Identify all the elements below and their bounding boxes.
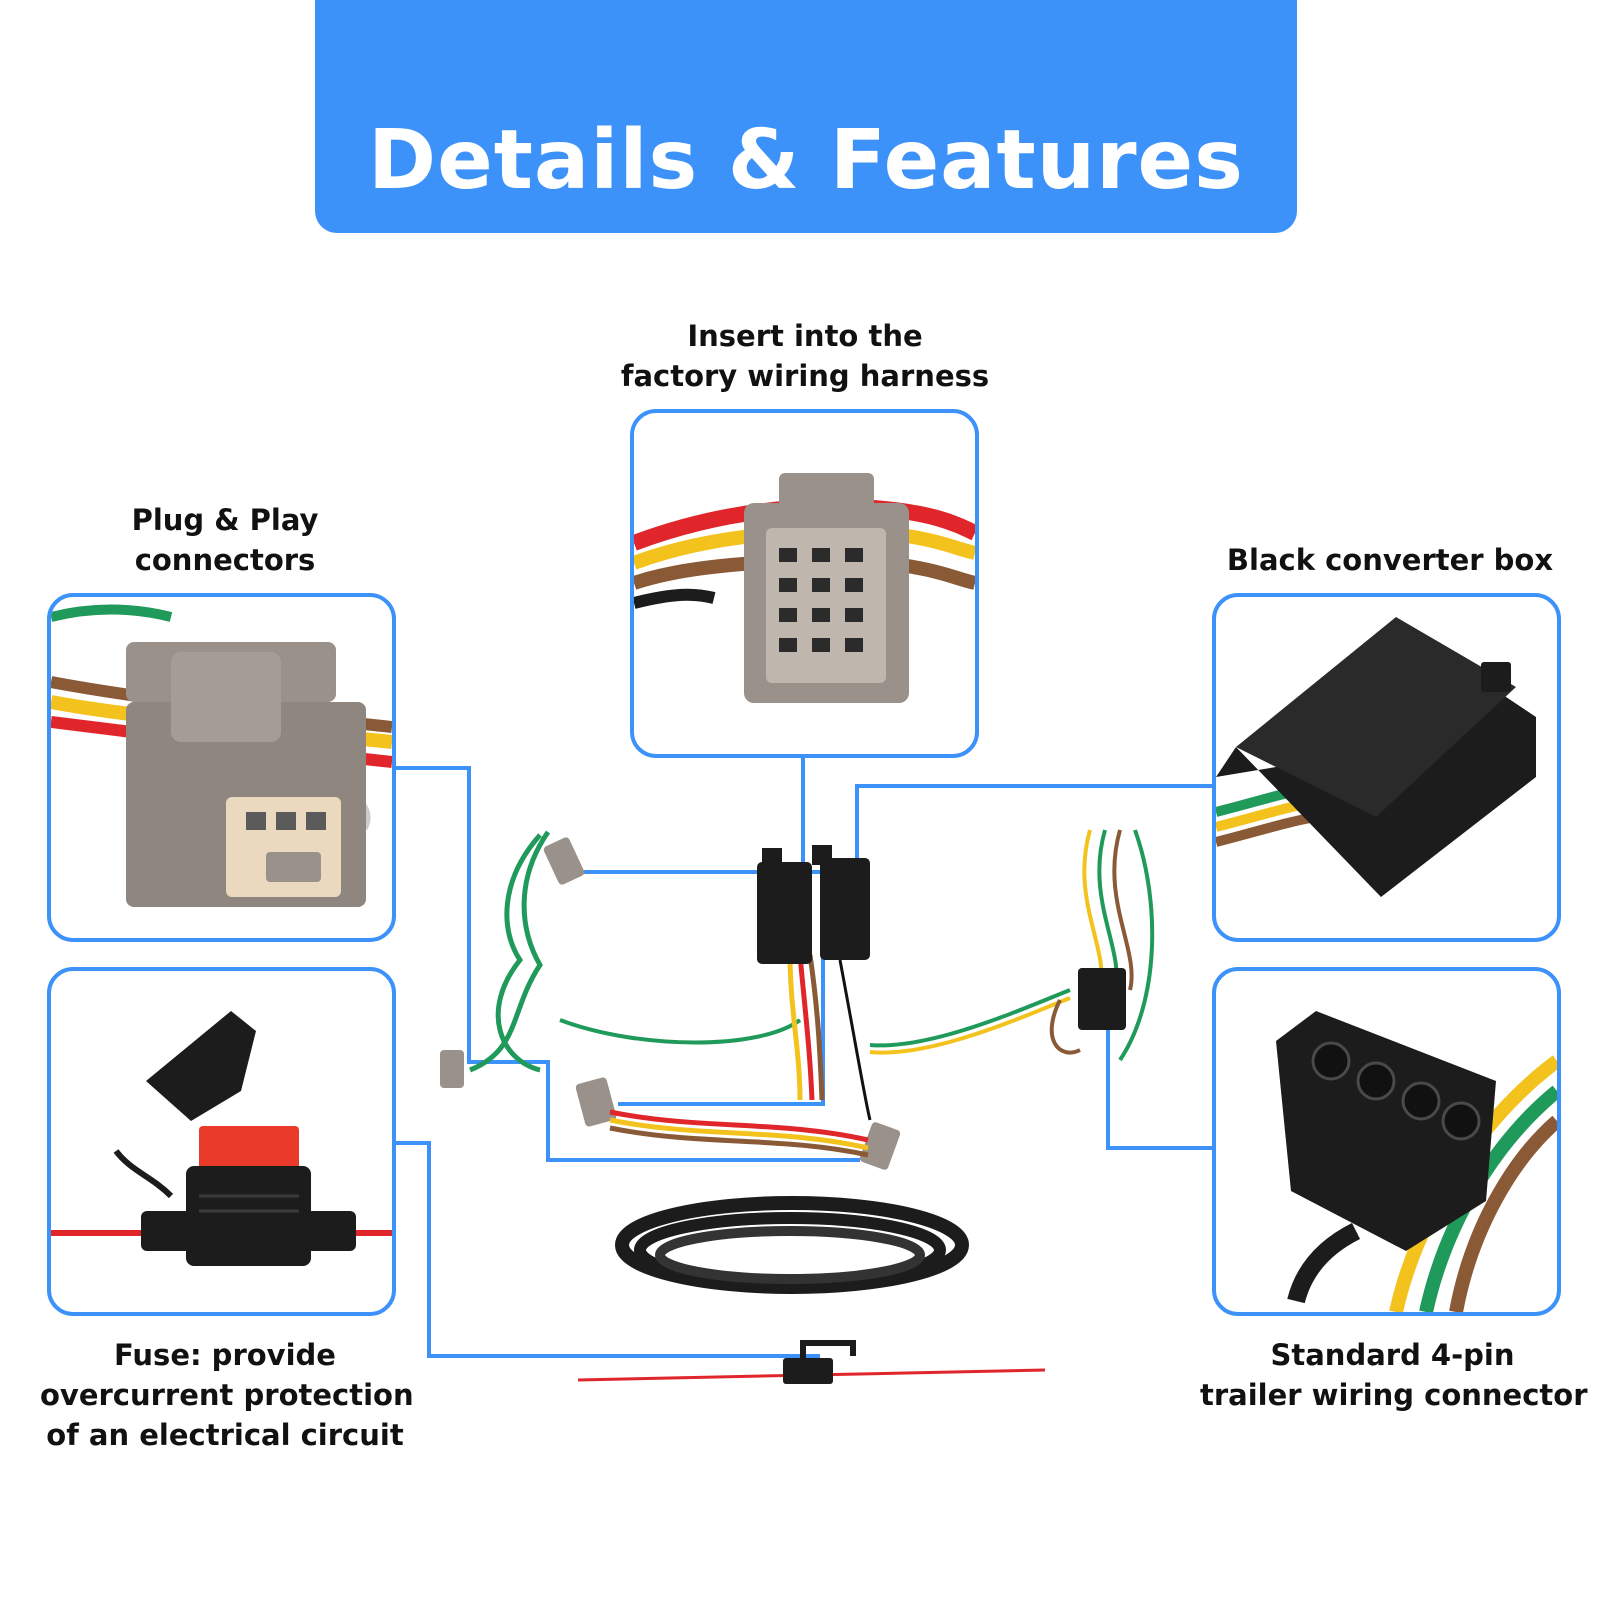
caption-factory-harness: Insert into the factory wiring harness [620, 319, 990, 393]
factory-harness-connector-image [634, 473, 975, 703]
leader-line-plug-play [396, 766, 860, 1162]
panel-plug-play [47, 593, 396, 942]
fuse-image [51, 1011, 392, 1266]
caption-fuse: Fuse: provide overcurrent protection of … [40, 1338, 414, 1452]
leader-line-fuse [396, 1141, 820, 1358]
caption-converter-box: Black converter box [1226, 543, 1554, 577]
converter-box-image [1216, 617, 1536, 897]
caption-plug-play: Plug & Play connectors [131, 503, 319, 577]
leader-line-four-pin [1106, 1016, 1212, 1150]
leader-line-converter [855, 784, 1212, 893]
panel-factory-harness [630, 409, 979, 758]
plug-play-connector-image [51, 604, 392, 907]
panel-four-pin [1212, 967, 1561, 1316]
caption-four-pin: Standard 4-pin trailer wiring connector [1200, 1338, 1588, 1412]
title-banner: Details & Features [315, 0, 1297, 233]
leader-line-factory-2 [618, 870, 825, 1106]
four-pin-connector-image [1276, 1011, 1557, 1312]
panel-converter-box [1212, 593, 1561, 942]
panel-fuse [47, 967, 396, 1316]
harness-illustration [440, 829, 1155, 1384]
page-title: Details & Features [368, 113, 1244, 208]
